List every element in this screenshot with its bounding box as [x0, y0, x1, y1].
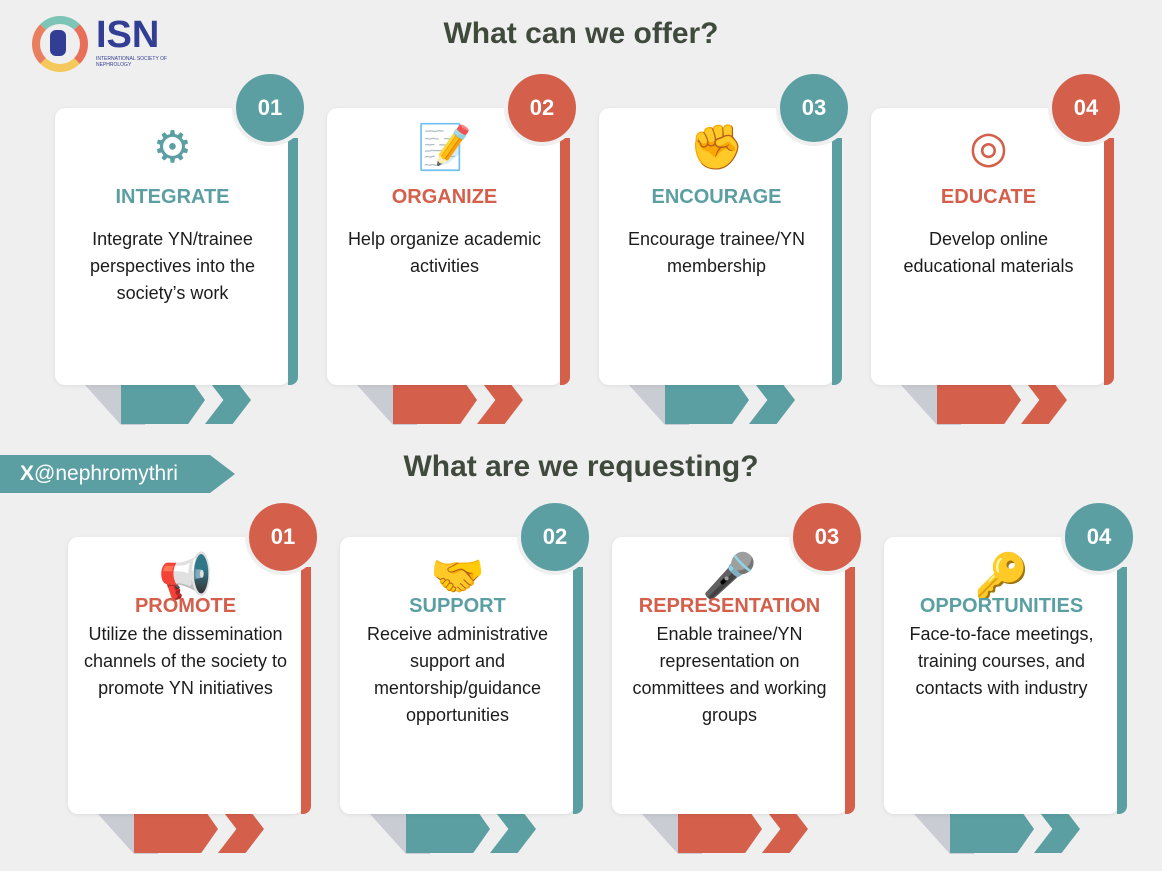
- card-accent-strip: [301, 567, 311, 814]
- card-body: [340, 537, 575, 814]
- social-handle: X@nephromythri: [0, 455, 235, 493]
- card-heading: ORGANIZE: [391, 186, 498, 208]
- handshake-icon: 🤝: [430, 552, 485, 601]
- request-card-support: 02 🤝 SUPPORT Receive administrative supp…: [340, 499, 593, 854]
- card-body: [55, 108, 290, 385]
- card-heading: PROMOTE: [134, 595, 237, 617]
- card-description: Encourage trainee/YN membership: [627, 229, 806, 276]
- request-card-opportunities: 04 🔑 OPPORTUNITIES Face-to-face meetings…: [884, 499, 1137, 854]
- card-heading: OPPORTUNITIES: [919, 595, 1084, 617]
- offer-card-encourage: 03 ✊ ENCOURAGE Encourage trainee/YN memb…: [599, 70, 852, 425]
- megaphone-icon: 📢: [158, 552, 213, 601]
- card-accent-strip: [1104, 138, 1114, 385]
- card-heading: EDUCATE: [940, 186, 1037, 208]
- card-description: Help organize academic activities: [347, 229, 542, 276]
- card-accent-strip: [1117, 567, 1127, 814]
- handle-name: @nephromythri: [34, 462, 178, 485]
- logo-name: ISN: [96, 14, 160, 56]
- card-heading: INTEGRATE: [115, 186, 230, 208]
- isn-logo: ISN INTERNATIONAL SOCIETY OF NEPHROLOGY: [30, 12, 180, 77]
- card-number-badge: 04: [1048, 70, 1124, 146]
- card-accent-strip: [573, 567, 583, 814]
- card-description: Utilize the dissemination channels of th…: [83, 624, 288, 698]
- speaker-podium-icon: 🎤: [702, 552, 757, 601]
- raised-fist-icon: ✊: [689, 123, 744, 172]
- card-body: [871, 108, 1106, 385]
- card-number-badge: 02: [517, 499, 593, 575]
- notepad-pencil-icon: 📝: [417, 123, 472, 172]
- card-body: [599, 108, 834, 385]
- card-body: [327, 108, 562, 385]
- offer-card-educate: 04 ◎ EDUCATE Develop online educational …: [871, 70, 1124, 425]
- card-description: Integrate YN/trainee perspectives into t…: [89, 229, 256, 303]
- card-heading: SUPPORT: [409, 595, 506, 617]
- card-description: Develop online educational materials: [903, 229, 1074, 276]
- card-description: Enable trainee/YN representation on comm…: [632, 624, 827, 725]
- card-heading: ENCOURAGE: [651, 186, 782, 208]
- request-card-promote: 01 📢 PROMOTE Utilize the dissemination c…: [68, 499, 321, 854]
- card-number-badge: 04: [1061, 499, 1137, 575]
- logo-subtitle: INTERNATIONAL SOCIETY OF NEPHROLOGY: [96, 56, 168, 68]
- card-accent-strip: [832, 138, 842, 385]
- target-arrow-icon: ◎: [969, 123, 1008, 172]
- key-hand-icon: 🔑: [974, 552, 1029, 601]
- offer-card-integrate: 01 ⚙ INTEGRATE Integrate YN/trainee pers…: [55, 70, 308, 425]
- card-number-badge: 03: [776, 70, 852, 146]
- offer-card-organize: 02 📝 ORGANIZE Help organize academic act…: [327, 70, 580, 425]
- card-description: Receive administrative support and mento…: [366, 624, 549, 725]
- card-body: [68, 537, 303, 814]
- card-accent-strip: [845, 567, 855, 814]
- card-number-badge: 03: [789, 499, 865, 575]
- gear-clock-icon: ⚙: [152, 123, 193, 172]
- card-number-badge: 01: [232, 70, 308, 146]
- card-body: [884, 537, 1119, 814]
- card-number-badge: 02: [504, 70, 580, 146]
- card-number-badge: 01: [245, 499, 321, 575]
- card-body: [612, 537, 847, 814]
- request-card-representation: 03 🎤 REPRESENTATION Enable trainee/YN re…: [612, 499, 865, 854]
- card-accent-strip: [560, 138, 570, 385]
- isn-logo-mark: [32, 16, 88, 72]
- offer-title: What can we offer?: [443, 17, 719, 50]
- card-description: Face-to-face meetings, training courses,…: [909, 624, 1094, 698]
- x-logo: X: [20, 462, 35, 485]
- card-accent-strip: [288, 138, 298, 385]
- card-heading: REPRESENTATION: [638, 595, 821, 617]
- request-title: What are we requesting?: [403, 450, 759, 483]
